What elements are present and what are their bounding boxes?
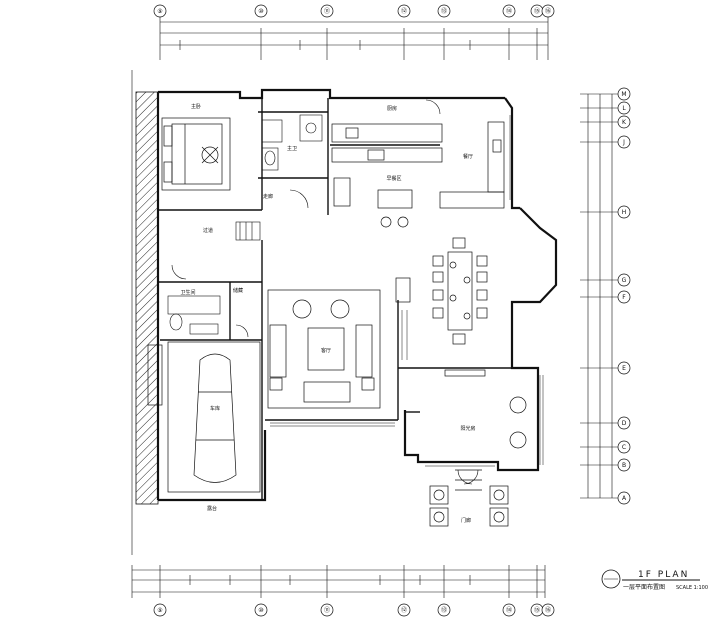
plan-title: 1F PLAN	[638, 570, 689, 580]
exterior-walls	[156, 88, 558, 502]
kitchen-counters	[331, 121, 505, 228]
right-dimension-lines	[580, 93, 625, 499]
grid-col-label: ⑨	[157, 607, 162, 614]
grid-col-label: ⑮	[534, 606, 540, 614]
garage-car	[147, 341, 261, 493]
grid-row-label: J	[622, 139, 625, 146]
grid-col-label: ⑩	[258, 8, 263, 15]
room-label: 阳光房	[460, 425, 475, 432]
top-dimension-lines	[159, 17, 549, 60]
grid-row-label: D	[622, 420, 627, 427]
grid-row-label: G	[622, 277, 627, 284]
plan-scale: SCALE 1:100	[676, 585, 708, 591]
master-bed	[161, 117, 231, 191]
hatched-wall-strip	[131, 70, 159, 555]
grid-row-label: L	[622, 105, 626, 112]
living-furniture	[267, 277, 411, 409]
grid-bubbles-bottom	[153, 603, 555, 617]
room-label: 早餐区	[386, 175, 401, 182]
grid-row-label: C	[622, 444, 626, 451]
grid-col-label: ⑭	[506, 606, 512, 614]
grid-row-label: B	[622, 462, 626, 469]
grid-col-label: ⑭	[506, 7, 512, 15]
grid-col-label: ⑬	[441, 606, 447, 614]
interior-walls	[158, 98, 512, 500]
door-swings	[171, 99, 479, 485]
grid-col-label: ⑪	[324, 7, 330, 15]
grid-row-label: A	[622, 495, 627, 502]
sunroom-chairs	[444, 369, 527, 449]
room-label: 车库	[210, 405, 220, 412]
grid-row-label: E	[622, 365, 626, 372]
grid-bubbles-right	[617, 87, 631, 505]
grid-col-label: ⑩	[258, 607, 263, 614]
powder-room	[167, 295, 221, 335]
stair-area	[235, 221, 261, 241]
room-label: 客厅	[321, 347, 331, 354]
grid-col-label: ⑫	[401, 7, 407, 15]
room-label: 卫生间	[180, 289, 195, 296]
room-label: 门廊	[461, 517, 471, 524]
room-label: 走廊	[263, 193, 273, 200]
room-label: 露台	[207, 505, 217, 512]
grid-col-label: ⑯	[545, 7, 551, 15]
grid-row-label: F	[622, 294, 626, 301]
grid-col-label: ⑫	[401, 606, 407, 614]
room-label: 过道	[203, 227, 213, 234]
grid-bubbles-top	[153, 4, 555, 18]
porch-columns	[429, 469, 509, 527]
bath-fixtures	[261, 114, 323, 171]
grid-row-label: M	[621, 91, 626, 98]
room-label: 主卧	[191, 103, 201, 110]
dining-set	[432, 237, 488, 345]
room-label: 厨房	[387, 105, 397, 112]
grid-row-label: H	[622, 209, 627, 216]
grid-col-label: ⑪	[324, 606, 330, 614]
room-label: 储藏	[233, 287, 243, 294]
plan-subtitle: 一层平面布置图	[623, 583, 665, 591]
grid-col-label: ⑯	[545, 606, 551, 614]
bottom-dimension-lines	[131, 565, 546, 598]
grid-col-label: ⑨	[157, 8, 162, 15]
room-label: 餐厅	[463, 153, 473, 160]
window-lines	[270, 115, 544, 467]
grid-col-label: ⑬	[441, 7, 447, 15]
grid-col-label: ⑮	[534, 7, 540, 15]
title-block: 1F PLAN 一层平面布置图 SCALE 1:100	[601, 569, 708, 591]
room-label: 主卫	[287, 145, 297, 152]
grid-row-label: K	[622, 119, 627, 126]
